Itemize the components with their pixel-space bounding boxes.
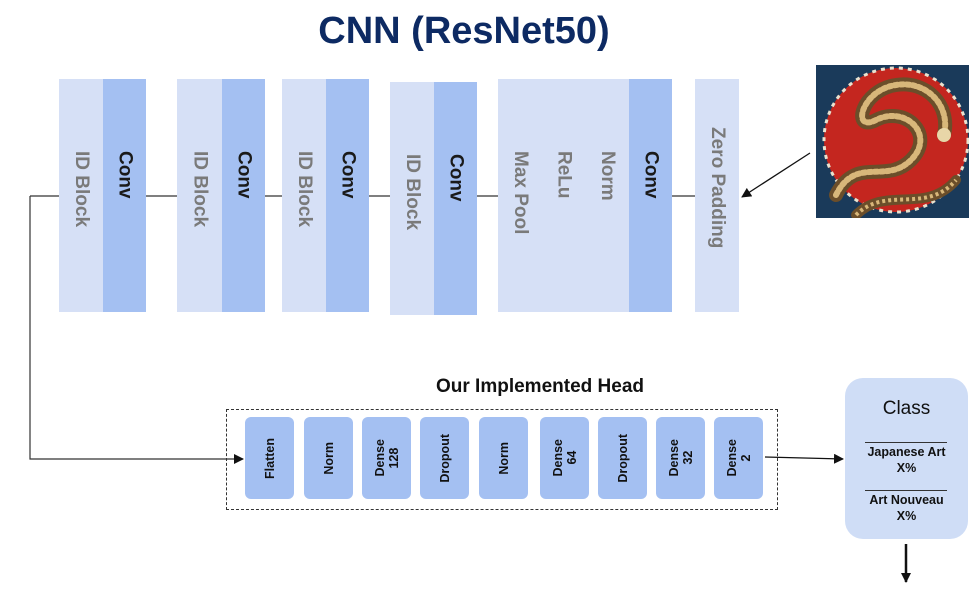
id-block-1: ID Block	[59, 79, 103, 312]
head-layer-label: Dropout	[437, 433, 452, 483]
head-layer-dropout-1: Dropout	[420, 417, 469, 499]
head-layer-dense-64: Dense 64	[540, 417, 589, 499]
stem-conv-block: Conv	[629, 79, 672, 312]
conv-block-label: Conv	[640, 151, 662, 199]
head-layer-label: Dense 128	[372, 439, 401, 477]
class-value: X%	[896, 461, 917, 475]
id-block-3: ID Block	[282, 79, 326, 312]
image-to-input-arrow	[741, 152, 811, 198]
relu-block: ReLu	[542, 79, 585, 312]
max-pool-label: Max Pool	[510, 151, 531, 235]
head-layer-label: Dense 2	[724, 439, 753, 477]
class-name: Japanese Art	[867, 445, 946, 459]
head-layer-label: Dense 32	[666, 439, 695, 477]
zero-padding-block: Zero Padding	[695, 79, 739, 312]
conv-block-1: Conv	[103, 79, 146, 312]
head-to-class-arrow	[764, 453, 844, 464]
id-block-2: ID Block	[177, 79, 222, 312]
class-value: X%	[896, 509, 917, 523]
max-pool-block: Max Pool	[498, 79, 542, 312]
conv-block-label: Conv	[337, 151, 359, 199]
conv-block-3: Conv	[326, 79, 369, 312]
head-layer-label: Norm	[321, 441, 336, 475]
head-layer-norm-2: Norm	[479, 417, 528, 499]
relu-label: ReLu	[553, 151, 575, 199]
class-divider	[865, 490, 947, 491]
conv-block-2: Conv	[222, 79, 265, 312]
conv-block-4: Conv	[434, 82, 477, 315]
conv-block-label: Conv	[445, 154, 467, 202]
class-output-box: Class Japanese Art X% Art Nouveau X%	[845, 378, 968, 539]
class-title: Class	[882, 398, 931, 419]
class-name: Art Nouveau	[869, 493, 944, 507]
head-layer-dense-128: Dense 128	[362, 417, 411, 499]
head-title: Our Implemented Head	[436, 376, 644, 397]
dragon-painting-image	[816, 65, 969, 218]
backbone-to-head-arrow	[29, 196, 244, 464]
head-layer-label: Flatten	[262, 437, 277, 479]
conv-block-label: Conv	[114, 151, 136, 199]
head-layer-dropout-2: Dropout	[598, 417, 647, 499]
head-layer-label: Norm	[496, 441, 511, 475]
norm-block: Norm	[585, 79, 629, 312]
zero-padding-label: Zero Padding	[707, 127, 728, 249]
head-container	[226, 409, 778, 510]
head-layer-dense-32: Dense 32	[656, 417, 705, 499]
dragon-painting-icon	[816, 65, 969, 218]
head-layer-label: Dropout	[615, 433, 630, 483]
id-block-label: ID Block	[189, 151, 211, 228]
conv-block-label: Conv	[233, 151, 255, 199]
head-layer-label: Dense 64	[550, 439, 579, 477]
class-divider	[865, 442, 947, 443]
head-layer-dense-2: Dense 2	[714, 417, 763, 499]
id-block-label: ID Block	[402, 154, 423, 231]
head-layer-norm-1: Norm	[304, 417, 353, 499]
diagram-title: CNN (ResNet50)	[318, 10, 610, 52]
head-layer-flatten: Flatten	[245, 417, 294, 499]
id-block-4: ID Block	[390, 82, 434, 315]
id-block-label: ID Block	[71, 151, 92, 228]
id-block-label: ID Block	[294, 151, 315, 228]
norm-label: Norm	[597, 151, 618, 201]
